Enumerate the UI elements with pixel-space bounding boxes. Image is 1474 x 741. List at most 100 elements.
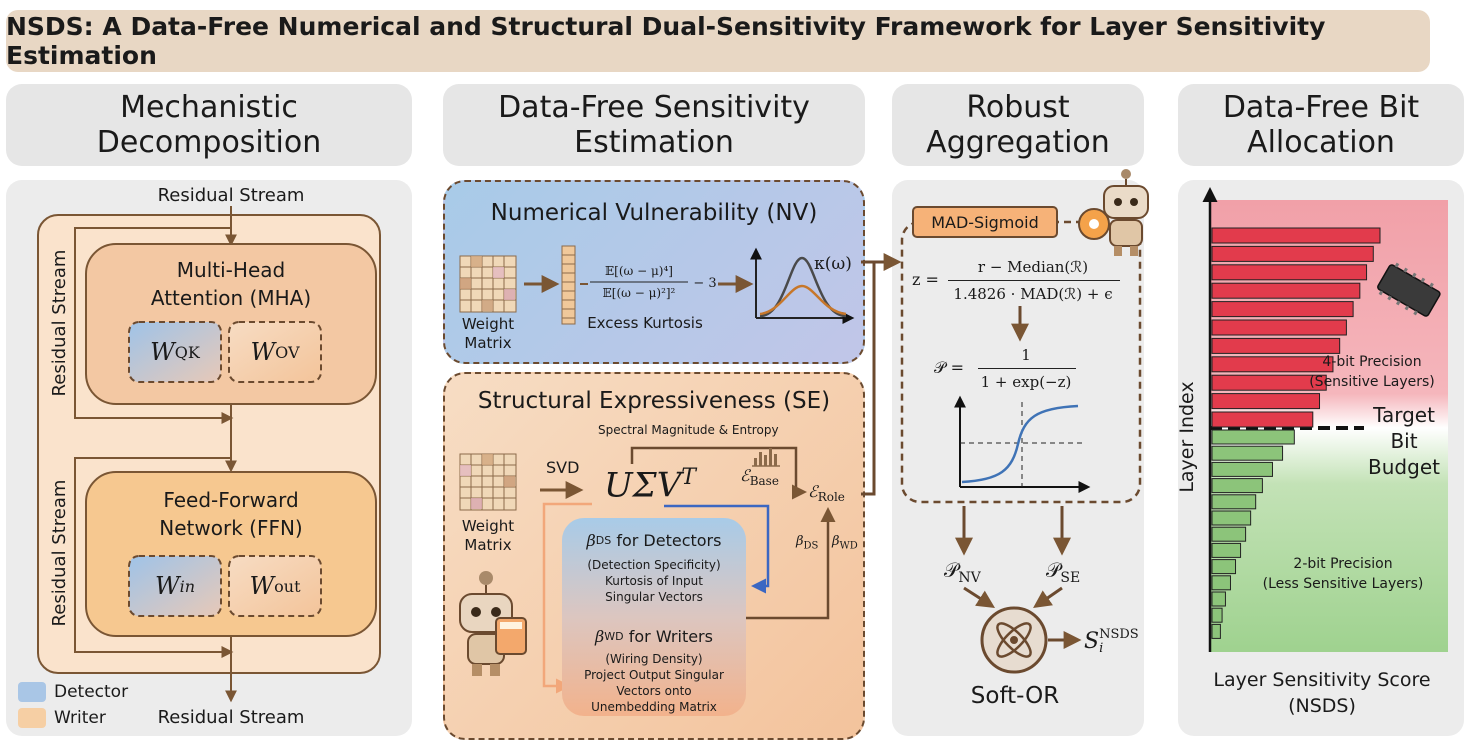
nv-vector-icon — [561, 245, 576, 325]
score-superscript: NSDS — [1099, 627, 1139, 642]
mha-label: Multi-Head Attention (MHA) — [86, 256, 376, 312]
column-header-line: Robust — [966, 90, 1070, 125]
green-bar — [1211, 429, 1295, 445]
green-bar — [1211, 494, 1257, 510]
green-bar — [1211, 526, 1247, 542]
p-denominator: 1 + exp(−z) — [980, 373, 1072, 391]
column-header-line: Estimation — [574, 125, 734, 160]
sigmoid-plot — [954, 395, 1091, 493]
column-header-line: Mechanistic — [120, 90, 298, 125]
p-fraction-bar — [978, 368, 1076, 369]
y-axis-label: Layer Index — [1176, 381, 1198, 493]
w-out-subscript: out — [274, 576, 301, 596]
column-header-line: Data-Free Bit — [1222, 90, 1420, 125]
beta-subscript: DS — [803, 540, 819, 552]
wd-heading-text: for Writers — [623, 626, 713, 646]
red-bar — [1211, 374, 1327, 391]
z-fraction-bar — [948, 280, 1120, 281]
beta-ds-small: βDS — [796, 534, 818, 552]
beta-symbol: β — [796, 534, 804, 549]
svd-label: SVD — [546, 458, 580, 477]
score-subscript: i — [1099, 641, 1104, 656]
ds-heading-text: for Detectors — [611, 530, 722, 550]
column-header-line: Data-Free Sensitivity — [498, 90, 810, 125]
p-numerator: 1 — [1021, 346, 1031, 364]
red-bar — [1211, 337, 1341, 354]
e-symbol: ℰ — [808, 482, 818, 501]
two-bit-line: (Less Sensitive Layers) — [1262, 576, 1424, 592]
soft-or-label: Soft-OR — [970, 683, 1060, 709]
residual-stream-top: Residual Stream — [157, 184, 305, 206]
red-bar — [1211, 411, 1314, 428]
beta-wd-small: βWD — [832, 534, 858, 552]
column-header-line: Decomposition — [96, 125, 322, 160]
se-title: Structural Expressiveness (SE) — [477, 388, 831, 414]
target-budget-label: Target Bit Budget — [1352, 402, 1456, 480]
e-symbol: ℰ — [740, 466, 750, 485]
ffn-label-line: Feed-Forward — [163, 488, 299, 512]
main-title: NSDS: A Data-Free Numerical and Structur… — [6, 10, 1430, 72]
beta-symbol: β — [586, 530, 596, 550]
four-bit-label: 4-bit Precision (Sensitive Layers) — [1288, 352, 1456, 392]
x-axis-line: (NSDS) — [1288, 695, 1356, 717]
weight-label-line: Matrix — [464, 334, 512, 352]
e-base-subscript: Base — [749, 474, 779, 489]
w-symbol: W — [154, 572, 180, 600]
nv-weight-matrix-label: Weight Matrix — [452, 314, 524, 354]
p-symbol: 𝒫 — [1046, 558, 1061, 582]
two-bit-label: 2-bit Precision (Less Sensitive Layers) — [1248, 554, 1438, 594]
wd-line: Vectors onto — [616, 684, 692, 698]
column-header-line: Aggregation — [926, 125, 1110, 160]
p-lhs: 𝒫 = — [934, 358, 965, 377]
atom-icon — [980, 606, 1048, 674]
green-bar — [1211, 607, 1223, 623]
bar-chart-icon — [752, 448, 780, 467]
column-header-aggregation: Robust Aggregation — [892, 84, 1144, 166]
green-bar — [1211, 623, 1221, 639]
kappa-label: κ(ω) — [814, 254, 852, 274]
wd-line: Project Output Singular — [584, 668, 724, 682]
ds-line: Kurtosis of Input — [605, 574, 703, 588]
z-numerator: r − Median(ℛ) — [977, 258, 1089, 276]
bars-group — [1211, 227, 1381, 639]
excess-kurtosis-label: Excess Kurtosis — [587, 314, 703, 332]
four-bit-line: 4-bit Precision — [1322, 354, 1422, 370]
beta-symbol: β — [595, 626, 605, 646]
green-bar — [1211, 478, 1263, 494]
w-symbol: W — [150, 338, 175, 366]
red-bar — [1211, 282, 1361, 299]
w-ov-subscript: OV — [275, 342, 300, 362]
kurtosis-minus-three: − 3 — [693, 275, 717, 291]
legend-detector: Detector — [54, 682, 129, 702]
kurtosis-denominator: 𝔼[(ω − μ)²]² — [602, 286, 676, 300]
x-axis-line: Layer Sensitivity Score — [1213, 669, 1431, 691]
red-bar — [1211, 264, 1368, 281]
wd-line: Unembedding Matrix — [591, 700, 717, 714]
target-line: Bit — [1390, 429, 1418, 453]
ds-description: (Detection Specificity) Kurtosis of Inpu… — [562, 556, 746, 606]
se-weight-matrix-label: Weight Matrix — [452, 516, 524, 556]
p-symbol: 𝒫 — [944, 558, 959, 582]
spectral-label: Spectral Magnitude & Entropy — [598, 423, 779, 437]
ffn-label: Feed-Forward Network (FFN) — [86, 486, 376, 542]
p-se-label: 𝒫SE — [1046, 558, 1080, 586]
mad-sigmoid-label: MAD-Sigmoid — [912, 206, 1058, 238]
chip-icon — [1377, 262, 1441, 317]
w-symbol: W — [249, 572, 275, 600]
z-denominator: 1.4826 · MAD(ℛ) + ϵ — [953, 285, 1113, 303]
red-bar — [1211, 356, 1334, 373]
red-bar — [1211, 301, 1354, 318]
kurtosis-numerator: 𝔼[(ω − μ)⁴] — [605, 264, 673, 278]
beta-subscript: DS — [595, 533, 612, 547]
s-symbol: S — [1084, 629, 1100, 654]
green-bar — [1211, 542, 1242, 558]
column-header-mechanistic: Mechanistic Decomposition — [6, 84, 412, 166]
